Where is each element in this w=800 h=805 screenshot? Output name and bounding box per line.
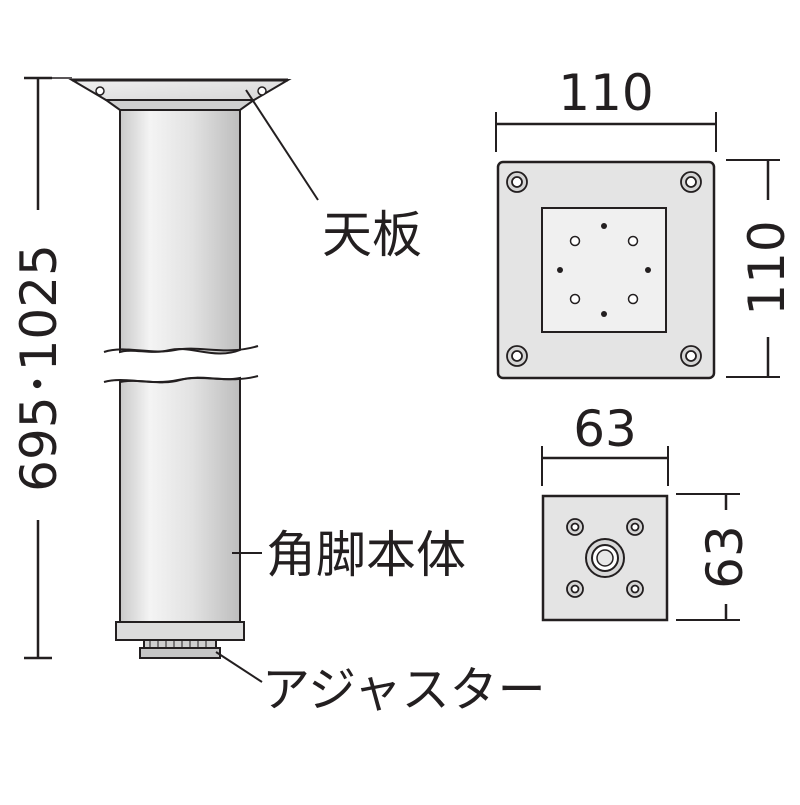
tabletop-label: 天板 bbox=[322, 206, 422, 264]
top-plate-hole-right bbox=[257, 86, 267, 96]
leg-body-lower bbox=[119, 376, 241, 623]
base-plate-width-label: 63 bbox=[573, 400, 637, 458]
leg-body-upper bbox=[119, 109, 241, 355]
top-plate-plan bbox=[496, 160, 716, 380]
top-plate-dimensions bbox=[495, 112, 780, 378]
top-plate-corner-holes bbox=[506, 171, 702, 367]
height-dimension bbox=[24, 76, 52, 660]
adjuster-label: アジャスター bbox=[262, 662, 546, 718]
top-plate-width-label: 110 bbox=[558, 64, 653, 122]
top-plate-bolt-circle bbox=[557, 223, 651, 317]
height-dimension-label: 695･1025 bbox=[10, 244, 68, 492]
adjuster-foot bbox=[139, 647, 221, 659]
leg-bottom-collar bbox=[115, 621, 245, 641]
leader-lines bbox=[215, 89, 319, 683]
base-plate-center-thread bbox=[585, 538, 625, 578]
leg-body-label: 角脚本体 bbox=[266, 526, 466, 584]
top-plate-depth-label: 110 bbox=[738, 220, 796, 315]
top-plate-hole-left bbox=[95, 86, 105, 96]
tabletop-leader bbox=[245, 89, 319, 201]
base-plate-plan bbox=[541, 494, 669, 622]
adjuster-leader bbox=[215, 651, 263, 683]
base-plate-depth-label: 63 bbox=[696, 525, 754, 589]
break-line-upper bbox=[103, 345, 259, 353]
adjuster-knurl bbox=[149, 641, 207, 647]
base-plate-corner-holes bbox=[566, 518, 644, 598]
leg-elevation bbox=[68, 78, 292, 659]
adjuster-nut bbox=[143, 639, 217, 649]
top-mount-neck bbox=[102, 99, 258, 111]
break-line-lower bbox=[103, 375, 259, 383]
base-plate-dimensions bbox=[541, 446, 740, 621]
